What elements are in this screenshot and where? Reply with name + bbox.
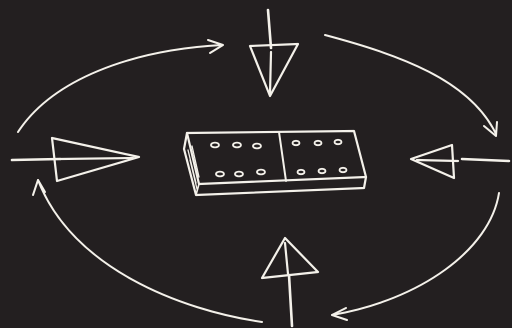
domino-right-pips	[291, 138, 348, 176]
domino-side-hatch	[187, 145, 200, 190]
pip	[234, 170, 244, 178]
domino-divider	[278, 131, 287, 182]
curved-arrow-top-right	[324, 34, 498, 137]
arrow-from-right	[409, 143, 511, 180]
arrow-from-left	[10, 136, 141, 183]
domino-tile	[182, 129, 368, 197]
pip	[252, 142, 262, 150]
pip	[338, 166, 348, 174]
inward-arrows	[10, 8, 511, 328]
pip	[296, 168, 306, 176]
pip	[256, 168, 266, 176]
pip	[210, 141, 220, 149]
domino-edge-line	[195, 183, 200, 196]
pip	[317, 167, 327, 175]
arrow-from-bottom	[260, 236, 320, 328]
arrow-from-top	[248, 8, 300, 98]
pip	[291, 139, 301, 147]
pip	[333, 138, 343, 146]
domino-left-pips	[210, 141, 266, 178]
pip	[313, 139, 323, 147]
curved-arrow-bottom-right	[331, 192, 500, 321]
curved-arrow-bottom-left	[32, 179, 263, 323]
circulation-arrows	[17, 34, 500, 323]
curved-arrow-top-left	[17, 39, 224, 133]
pip	[232, 141, 242, 149]
pip	[215, 170, 225, 178]
